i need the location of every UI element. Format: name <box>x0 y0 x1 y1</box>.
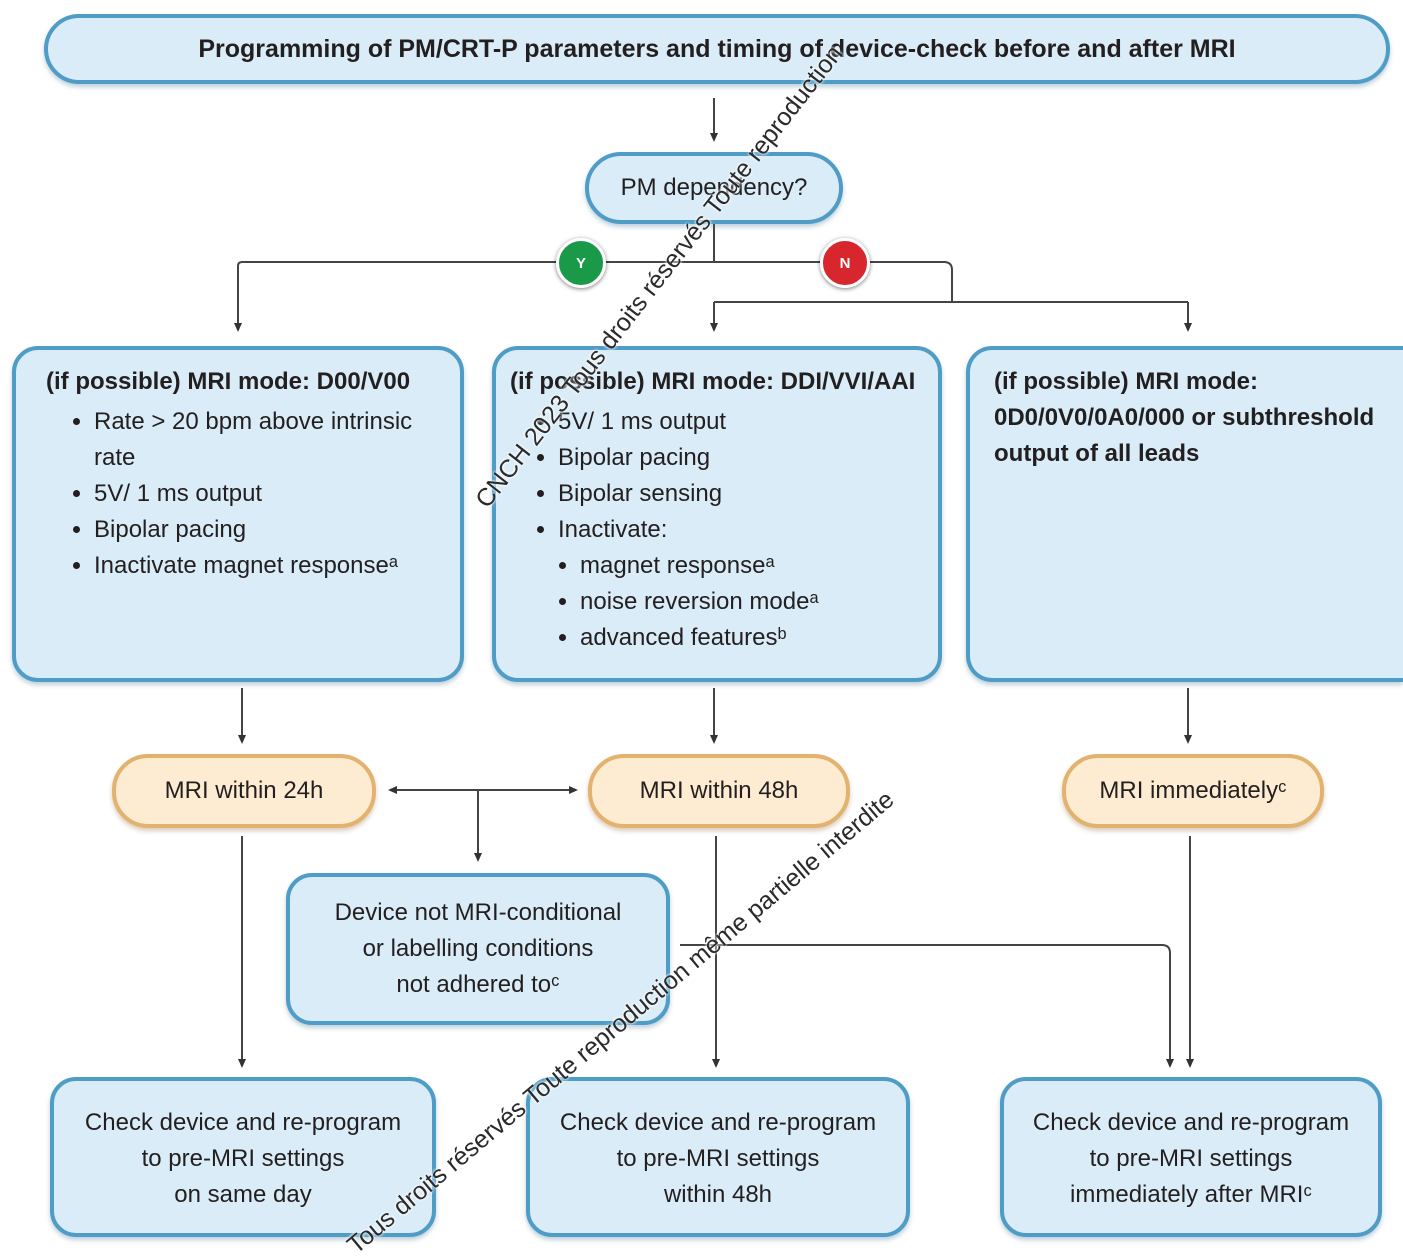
check-right-line: immediately after MRIᶜ <box>1070 1181 1312 1208</box>
mode-middle-subitem: magnet responseᵃ <box>580 548 916 584</box>
mode-middle-item: 5V/ 1 ms output <box>558 404 916 440</box>
mode-middle-title: (if possible) MRI mode: DDI/VVI/AAI <box>510 368 916 395</box>
line-no-branch <box>714 261 953 302</box>
mode-middle-sublist: magnet responseᵃ noise reversion modeᵃ a… <box>510 548 916 656</box>
line-yes-branch <box>234 261 714 332</box>
mode-middle-item: Bipolar pacing <box>558 440 916 476</box>
check-left-line: on same day <box>174 1181 312 1208</box>
mode-middle-list: 5V/ 1 ms output Bipolar pacing Bipolar s… <box>510 404 916 548</box>
check-box-within-48h: Check device and re-program to pre-MRI s… <box>526 1077 910 1237</box>
check-right-line: Check device and re-program <box>1032 1109 1350 1136</box>
pm-dependency-decision: PM dependency? <box>585 152 843 224</box>
mode-right-title: (if possible) MRI mode: 0D0/0V0/0A0/000 … <box>994 368 1375 467</box>
timing-middle-text: MRI within 48h <box>639 777 799 804</box>
device-box-line: Device not MRI-conditional <box>334 899 622 926</box>
arrow-device-to-right-check <box>680 944 1174 1068</box>
check-box-same-day: Check device and re-program to pre-MRI s… <box>50 1077 436 1237</box>
timing-mri-immediately: MRI immediatelyᶜ <box>1062 754 1324 828</box>
mode-middle-subitem: advanced featuresᵇ <box>580 620 916 656</box>
yes-badge: Y <box>556 238 606 288</box>
no-badge: N <box>820 238 870 288</box>
mode-box-d00-v00: (if possible) MRI mode: D00/V00 Rate > 2… <box>12 346 464 682</box>
mode-left-list: Rate > 20 bpm above intrinsic rate 5V/ 1… <box>46 404 438 584</box>
device-box-line: not adhered toᶜ <box>396 971 560 998</box>
check-middle-line: within 48h <box>663 1181 773 1208</box>
check-left-line: Check device and re-program <box>84 1109 402 1136</box>
mode-left-title: (if possible) MRI mode: D00/V00 <box>46 368 411 395</box>
check-middle-line: to pre-MRI settings <box>616 1145 820 1172</box>
mode-left-item: Inactivate magnet responseᵃ <box>94 548 438 584</box>
title-text: Programming of PM/CRT-P parameters and t… <box>198 34 1236 63</box>
mode-middle-item: Bipolar sensing <box>558 476 916 512</box>
check-left-line: to pre-MRI settings <box>141 1145 345 1172</box>
timing-mri-24h: MRI within 24h <box>112 754 376 828</box>
yes-badge-label: Y <box>575 254 586 272</box>
mode-middle-subitem: noise reversion modeᵃ <box>580 584 916 620</box>
check-right-line: to pre-MRI settings <box>1089 1145 1293 1172</box>
mode-left-item: Rate > 20 bpm above intrinsic rate <box>94 404 438 476</box>
mode-left-item: 5V/ 1 ms output <box>94 476 438 512</box>
mode-box-ddi-vvi-aai: (if possible) MRI mode: DDI/VVI/AAI 5V/ … <box>492 346 942 682</box>
device-box-line: or labelling conditions <box>362 935 594 962</box>
timing-left-text: MRI within 24h <box>164 777 324 804</box>
mode-middle-item: Inactivate: <box>558 512 916 548</box>
timing-right-text: MRI immediatelyᶜ <box>1099 777 1287 804</box>
decision-text: PM dependency? <box>620 174 808 201</box>
check-middle-line: Check device and re-program <box>559 1109 877 1136</box>
mode-left-item: Bipolar pacing <box>94 512 438 548</box>
timing-mri-48h: MRI within 48h <box>588 754 850 828</box>
mode-box-0d0-0v0: (if possible) MRI mode: 0D0/0V0/0A0/000 … <box>966 346 1403 682</box>
check-box-immediately: Check device and re-program to pre-MRI s… <box>1000 1077 1382 1237</box>
device-not-mri-conditional-box: Device not MRI-conditional or labelling … <box>286 873 670 1025</box>
connector-layer <box>234 98 1194 1068</box>
flowchart-title: Programming of PM/CRT-P parameters and t… <box>44 14 1390 84</box>
no-badge-label: N <box>839 254 851 272</box>
